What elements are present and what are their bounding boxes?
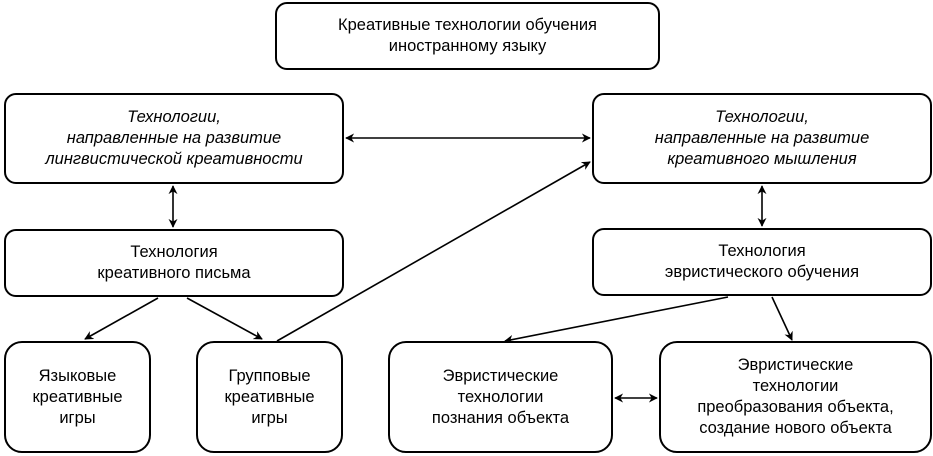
node-transformation-label: Эвристические технологии преобразования … xyxy=(697,356,894,437)
node-group-games: Групповые креативные игры xyxy=(196,341,343,453)
node-writing-label: Технология креативного письма xyxy=(97,243,251,282)
node-heuristic-label: Технология эвристического обучения xyxy=(664,242,860,281)
node-linguistic-label: Технологии, направленные на развитие лин… xyxy=(45,108,303,168)
node-thinking-label: Технологии, направленные на развитие кре… xyxy=(654,108,870,168)
edge-heuristic-cognition xyxy=(504,296,729,344)
node-cognition-label: Эвристические технологии познания объект… xyxy=(431,366,570,427)
edge-writing-language-games xyxy=(84,297,159,340)
edge-heuristic-transformation xyxy=(771,296,793,341)
node-object-cognition: Эвристические технологии познания объект… xyxy=(388,341,613,453)
edge-writing-group-games xyxy=(186,297,263,340)
node-heuristic-learning: Технология эвристического обучения xyxy=(592,228,932,296)
node-language-games: Языковые креативные игры xyxy=(4,341,151,453)
node-root-label: Креативные технологии обучения иностранн… xyxy=(338,16,597,55)
edge-group-games-thinking xyxy=(276,161,591,342)
node-creative-thinking: Технологии, направленные на развитие кре… xyxy=(592,93,932,184)
node-linguistic-creativity: Технологии, направленные на развитие лин… xyxy=(4,93,344,184)
node-group-games-label: Групповые креативные игры xyxy=(224,366,315,427)
node-root-creative-technologies: Креативные технологии обучения иностранн… xyxy=(275,2,660,70)
node-language-games-label: Языковые креативные игры xyxy=(32,366,123,427)
node-object-transformation: Эвристические технологии преобразования … xyxy=(659,341,932,453)
node-creative-writing: Технология креативного письма xyxy=(4,229,344,297)
